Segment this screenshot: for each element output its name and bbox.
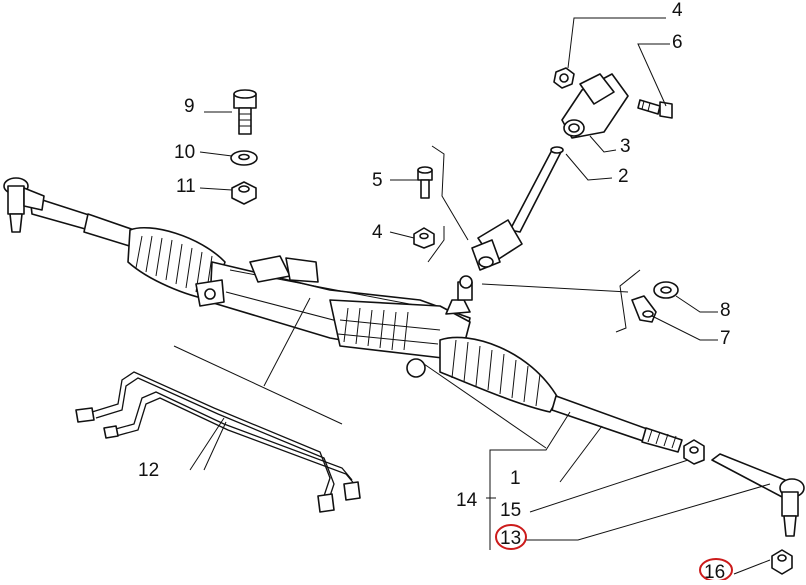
callout-6[interactable]: 6 <box>672 32 683 53</box>
leader-lines <box>173 17 771 575</box>
callout-1[interactable]: 1 <box>510 468 521 489</box>
callout-labels: 4 6 3 2 9 10 11 5 4 8 7 12 1 14 15 13 16 <box>138 0 731 583</box>
right-tie-rod-end[interactable] <box>711 453 805 537</box>
nut-11[interactable] <box>231 181 257 205</box>
callout-10[interactable]: 10 <box>174 142 195 163</box>
right-bellows <box>439 336 559 413</box>
callout-4-mid[interactable]: 4 <box>372 222 383 243</box>
nut-16[interactable] <box>771 549 793 575</box>
callout-12[interactable]: 12 <box>138 460 159 481</box>
steering-rack-assembly[interactable] <box>29 195 683 453</box>
callout-13[interactable]: 13 <box>500 528 521 549</box>
bolt-6[interactable] <box>637 99 673 119</box>
nut-top[interactable] <box>553 67 575 89</box>
callout-3[interactable]: 3 <box>620 136 631 157</box>
callout-2[interactable]: 2 <box>618 166 629 187</box>
callout-15[interactable]: 15 <box>500 500 521 521</box>
callout-5[interactable]: 5 <box>372 170 383 191</box>
callout-8[interactable]: 8 <box>720 300 731 321</box>
left-tie-rod-end[interactable] <box>3 177 45 233</box>
clip-7[interactable] <box>631 295 657 323</box>
callout-14[interactable]: 14 <box>456 490 478 511</box>
pinion-valve-grid <box>337 307 441 351</box>
callout-11[interactable]: 11 <box>176 176 196 197</box>
callout-16[interactable]: 16 <box>704 562 725 583</box>
washer-8[interactable] <box>653 281 679 299</box>
washer-10[interactable] <box>230 150 258 166</box>
highlight-circle-13 <box>495 524 527 550</box>
callout-7[interactable]: 7 <box>720 328 731 349</box>
lock-nut-15[interactable] <box>683 439 705 465</box>
bolt-9[interactable] <box>233 89 257 135</box>
callout-4-top[interactable]: 4 <box>672 0 683 21</box>
steering-shaft[interactable] <box>471 146 564 271</box>
nut-mid[interactable] <box>413 227 435 249</box>
bolt-5[interactable] <box>417 166 433 199</box>
upper-yoke[interactable] <box>561 73 629 139</box>
callout-9[interactable]: 9 <box>184 96 195 117</box>
hydraulic-pipes[interactable] <box>75 371 361 513</box>
